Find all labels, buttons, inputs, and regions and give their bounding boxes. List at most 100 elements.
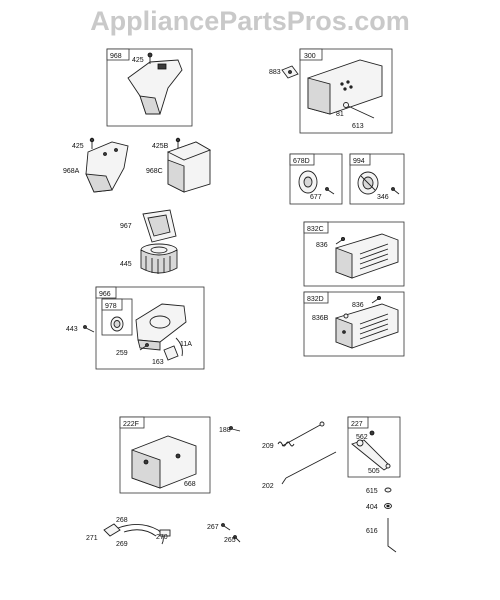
gasket-163-part[interactable] [163,345,179,361]
part-label-505: 505 [368,468,380,475]
control-bracket-222F-part[interactable] [131,435,197,489]
part-label-268: 268 [116,517,128,524]
guard-677-part[interactable] [298,170,318,194]
group-966-tab [95,286,117,299]
screw-443-part[interactable] [83,325,95,333]
group-978-tab [101,298,123,311]
bracket-270-part[interactable] [159,529,171,537]
part-label-202: 202 [262,483,274,490]
screw-425-left-part[interactable] [89,137,95,149]
cover-968C-part[interactable] [166,141,212,193]
seal-978-part[interactable] [110,316,124,332]
screw-265-part[interactable] [233,535,241,543]
group-832C: 832C 836 [303,221,405,287]
screw-425B-part[interactable] [175,137,181,149]
part-label-613: 613 [352,123,364,130]
part-label-443: 443 [66,326,78,333]
governor-lever-227-part[interactable] [351,439,391,471]
group-994-label: 994 [353,158,365,165]
screw-677-part[interactable] [325,187,335,195]
group-227: 227 562 505 [347,416,401,478]
part-label-425B: 425B [152,143,169,150]
screw-267-part[interactable] [221,523,231,531]
screw-188-part[interactable] [229,426,241,432]
group-966: 966 978 11A 259 163 [95,286,205,370]
part-label-836B: 836B [312,315,329,322]
part-label-967: 967 [120,223,132,230]
part-label-677: 677 [310,194,322,201]
part-label-11A: 11A [180,341,192,348]
part-label-836-d: 836 [352,302,364,309]
group-832D: 832D 836 836B [303,291,405,357]
part-label-269: 269 [116,541,128,548]
deflector-994-part[interactable] [357,171,379,195]
clip-271-part[interactable] [103,523,121,537]
group-994-frame [349,153,405,205]
group-968: 968 425 [106,48,193,127]
part-label-562: 562 [356,434,368,441]
spring-505-part[interactable] [385,463,391,469]
group-222F: 222F 668 [119,416,211,494]
group-300-tab [299,48,323,61]
screw-259-part[interactable] [139,343,149,351]
muffler-part[interactable] [307,59,383,115]
part-label-265: 265 [224,537,236,544]
throttle-link-202-part[interactable] [281,451,337,485]
washer-615-part[interactable] [384,487,392,493]
cover-968A-part[interactable] [85,141,129,193]
cable-269-part[interactable] [117,524,164,545]
muffler-screw-part[interactable] [343,102,375,119]
group-994-tab [349,153,371,166]
watermark-text: AppliancePartsPros.com [90,6,410,36]
part-label-425-top: 425 [132,57,144,64]
group-222F-label: 222F [123,421,139,428]
group-832D-label: 832D [307,296,324,303]
nut-562-part[interactable] [369,430,375,436]
pre-cleaner-967-part[interactable] [142,209,177,243]
group-978-label: 978 [105,303,117,310]
group-300: 300 81 613 [299,48,393,134]
air-cleaner-base-part[interactable] [135,303,187,351]
group-300-frame [299,48,393,134]
group-968-tab [106,48,130,61]
group-678D-label: 678D [293,158,310,165]
group-222F-frame [119,416,211,494]
air-filter-445-part[interactable] [140,243,178,274]
part-label-270: 270 [156,534,168,541]
blower-housing-cover-part[interactable] [127,59,183,115]
part-label-81: 81 [336,111,344,118]
part-label-445: 445 [120,261,132,268]
screw-836-c-part[interactable] [335,236,345,245]
part-label-346: 346 [377,194,389,201]
group-678D: 678D 677 [289,153,343,205]
screw-836-d-part[interactable] [371,295,381,304]
group-832D-frame [303,291,405,357]
screw-346-part[interactable] [391,187,400,195]
group-227-tab [347,416,369,429]
part-label-209: 209 [262,443,274,450]
group-832D-tab [303,291,329,304]
muffler-guard-832C-part[interactable] [335,233,399,279]
group-300-label: 300 [304,53,316,60]
muffler-guard-832D-part[interactable] [335,303,399,349]
group-227-label: 227 [351,421,363,428]
part-label-271: 271 [86,535,98,542]
part-label-668: 668 [184,481,196,488]
part-label-404: 404 [366,504,378,511]
screw-836B-part[interactable] [343,313,349,319]
group-832C-label: 832C [307,226,324,233]
screw-425-part[interactable] [147,52,153,64]
part-label-425-left: 425 [72,143,84,150]
governor-shaft-616-part[interactable] [387,518,397,553]
group-968-label: 968 [110,53,122,60]
governor-spring-209-part[interactable] [277,421,325,447]
group-994: 994 346 [349,153,405,205]
part-label-188: 188 [219,427,231,434]
group-966-label: 966 [99,291,111,298]
breather-tube-11A-part[interactable] [175,337,183,357]
washer-404-part[interactable] [384,503,392,509]
part-label-267: 267 [207,524,219,531]
muffler-gasket-883-part[interactable] [281,65,299,79]
group-832C-frame [303,221,405,287]
